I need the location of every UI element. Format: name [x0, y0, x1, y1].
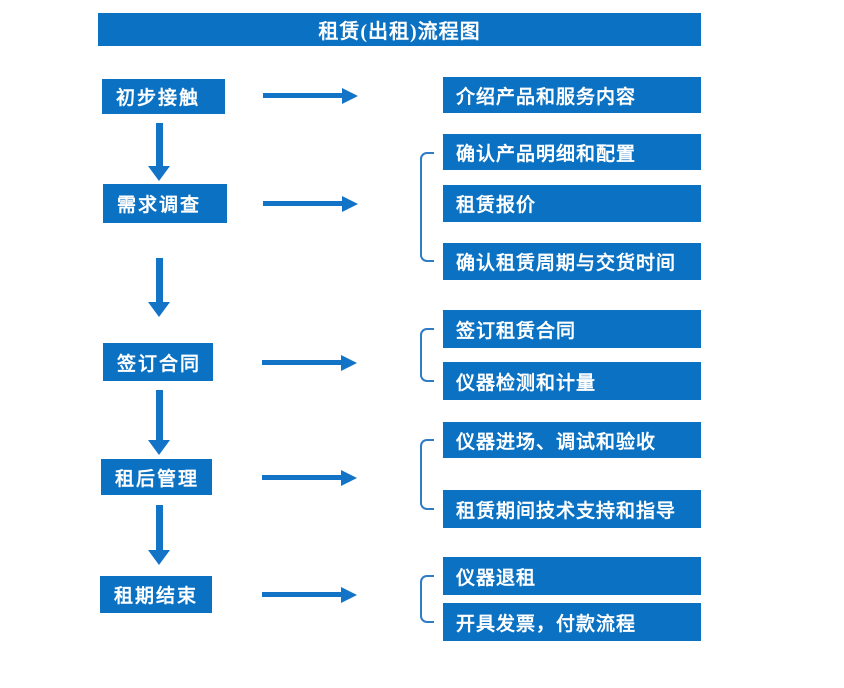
output-box-1-1: 介绍产品和服务内容	[443, 77, 701, 113]
arrow-right-1-icon	[342, 88, 358, 104]
arrow-down-2-icon	[148, 302, 170, 317]
arrow-down-3-icon	[148, 440, 170, 455]
arrow-down-4-icon	[148, 550, 170, 565]
output-box-5-1: 仪器退租	[443, 557, 701, 595]
bracket-stage-5	[420, 575, 434, 623]
arrow-right-3-shaft	[262, 360, 342, 365]
stage-box-2: 需求调查	[103, 184, 227, 223]
arrow-down-2-shaft	[156, 258, 163, 303]
arrow-right-5-shaft	[262, 592, 342, 597]
output-box-2-1: 确认产品明细和配置	[443, 134, 701, 170]
output-box-2-2: 租赁报价	[443, 185, 701, 222]
output-box-3-2: 仪器检测和计量	[443, 362, 701, 400]
arrow-right-4-shaft	[262, 475, 342, 480]
output-box-3-1: 签订租赁合同	[443, 310, 701, 348]
stage-box-1: 初步接触	[102, 79, 225, 114]
bracket-stage-4	[420, 439, 434, 510]
stage-box-3: 签订合同	[103, 343, 213, 381]
output-box-5-2: 开具发票，付款流程	[443, 603, 701, 641]
arrow-right-3-icon	[341, 355, 357, 371]
bracket-stage-3	[420, 328, 434, 382]
arrow-down-1-icon	[148, 166, 170, 181]
bracket-stage-2	[420, 152, 434, 262]
output-box-2-3: 确认租赁周期与交货时间	[443, 243, 701, 280]
arrow-down-4-shaft	[156, 505, 163, 551]
arrow-right-5-icon	[341, 587, 357, 603]
arrow-right-2-icon	[342, 196, 358, 212]
arrow-right-2-shaft	[263, 201, 343, 206]
stage-box-4: 租后管理	[101, 459, 212, 495]
arrow-right-1-shaft	[263, 93, 343, 98]
arrow-right-4-icon	[341, 470, 357, 486]
arrow-down-3-shaft	[156, 390, 163, 441]
output-box-4-1: 仪器进场、调试和验收	[443, 422, 701, 458]
diagram-title: 租赁(出租)流程图	[98, 13, 701, 46]
output-box-4-2: 租赁期间技术支持和指导	[443, 490, 701, 528]
arrow-down-1-shaft	[156, 123, 163, 167]
stage-box-5: 租期结束	[100, 576, 212, 613]
